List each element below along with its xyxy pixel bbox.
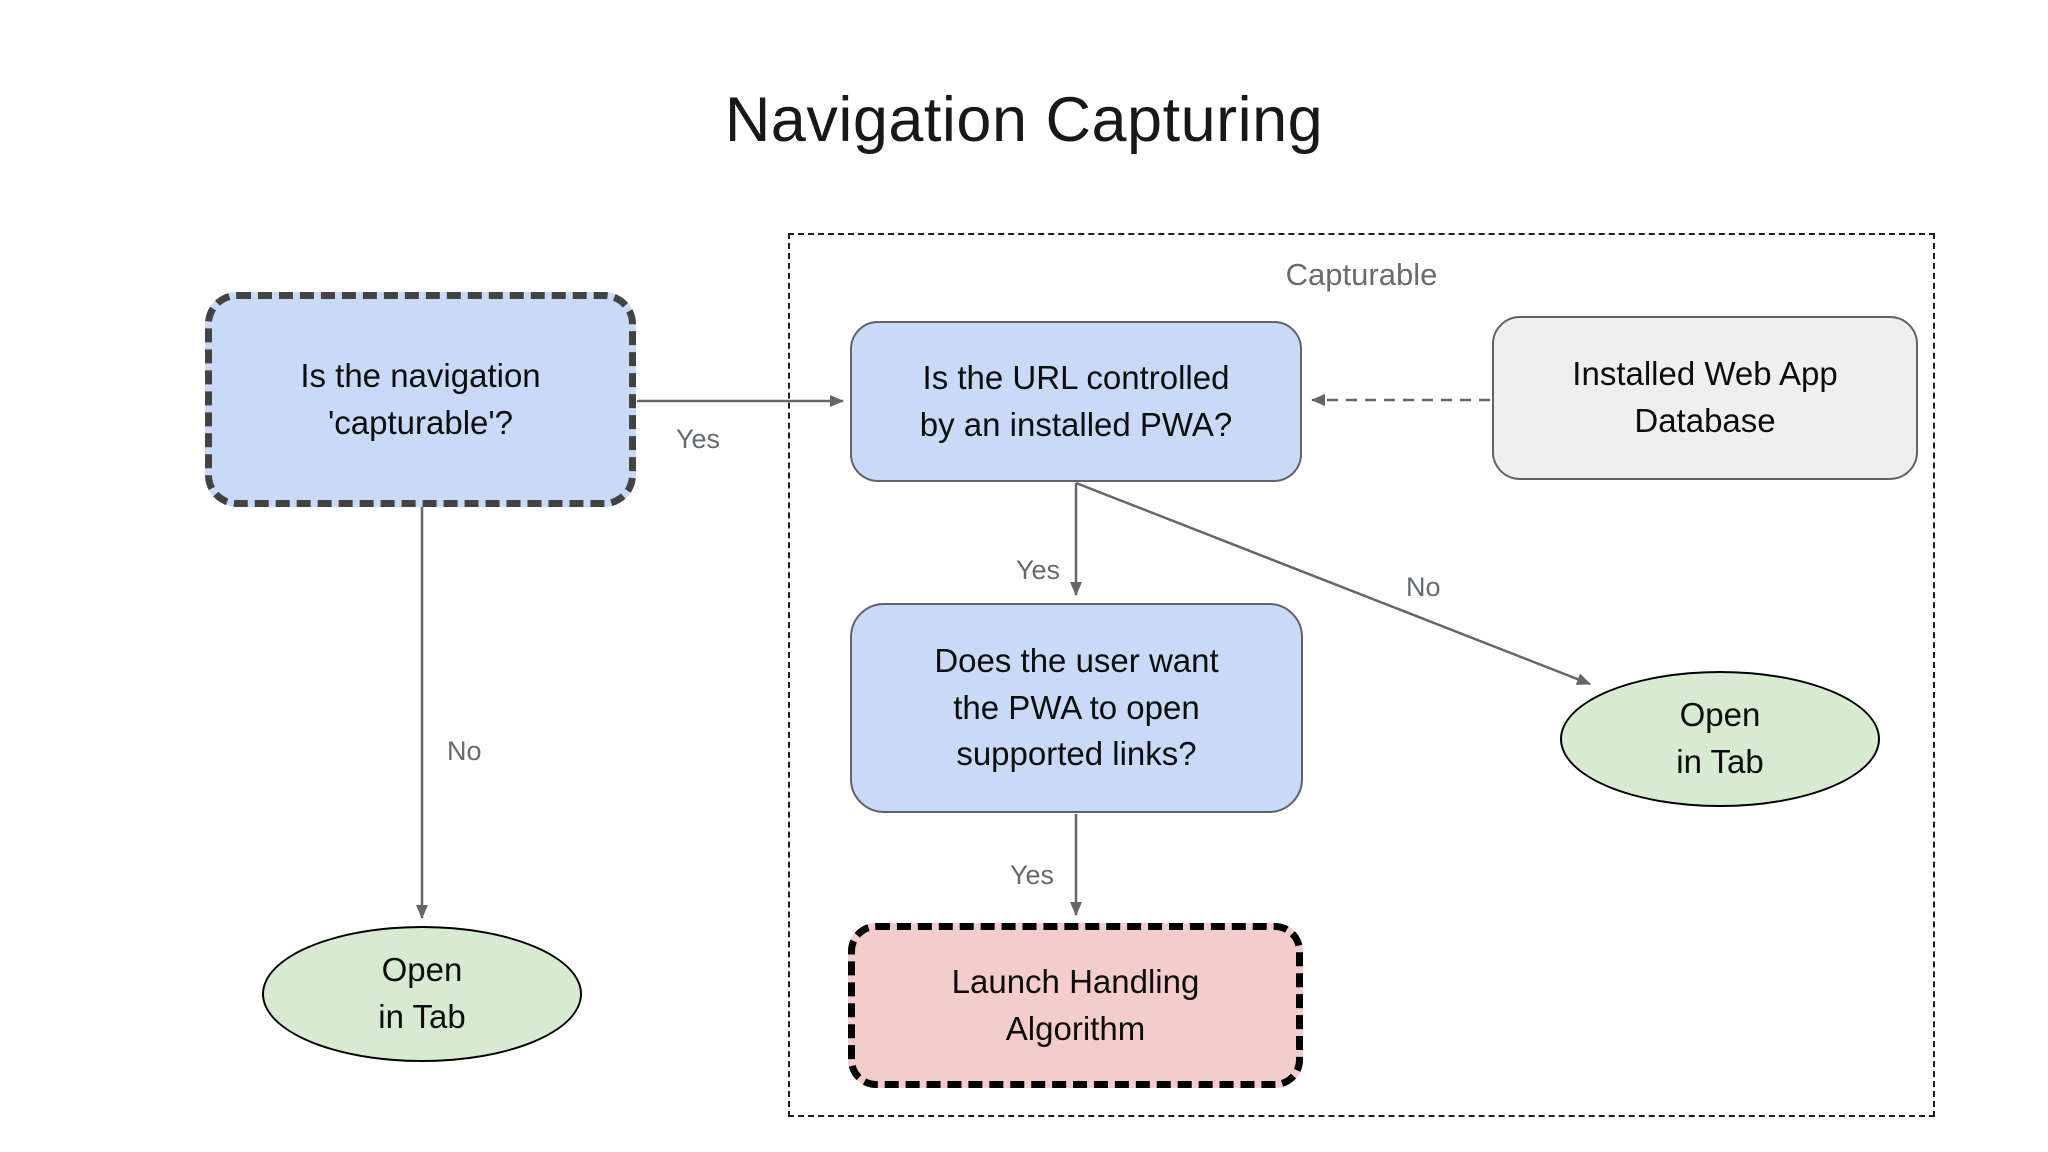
page-title: Navigation Capturing bbox=[724, 85, 1324, 155]
node-installed-web-app-database: Installed Web App Database bbox=[1492, 316, 1918, 480]
edge-label-yes-nav-to-url: Yes bbox=[676, 424, 721, 454]
node-does-user-want-pwa-links: Does the user want the PWA to open suppo… bbox=[850, 603, 1303, 813]
terminal-open-in-tab-right: Open in Tab bbox=[1560, 671, 1880, 807]
edge-label-yes-url-to-user: Yes bbox=[1016, 555, 1061, 585]
node-launch-handling-algorithm: Launch Handling Algorithm bbox=[848, 923, 1303, 1088]
node-is-navigation-capturable: Is the navigation 'capturable'? bbox=[205, 292, 636, 507]
terminal-open-in-tab-left: Open in Tab bbox=[262, 926, 582, 1062]
edge-label-yes-user-to-launch: Yes bbox=[1010, 860, 1055, 890]
capturable-zone: Capturable bbox=[788, 233, 1935, 1117]
capturable-zone-label: Capturable bbox=[1285, 257, 1438, 292]
node-is-url-controlled-by-pwa: Is the URL controlled by an installed PW… bbox=[850, 321, 1302, 482]
edge-label-no-nav-to-tab: No bbox=[447, 736, 482, 766]
edge-label-no-url-to-tab: No bbox=[1406, 572, 1441, 602]
